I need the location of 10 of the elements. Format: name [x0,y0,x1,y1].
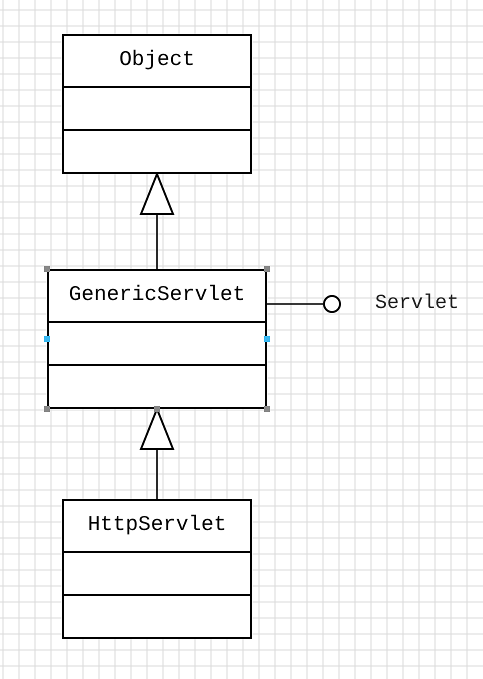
interface-label: Servlet [375,292,460,315]
class-name: HttpServlet [88,514,226,538]
inheritance-arrow [140,173,174,269]
interface-circle [323,295,341,313]
class-box [62,34,252,174]
class-name: Object [119,48,195,73]
class-box [62,499,252,639]
connector-line [267,303,323,305]
class-box [47,269,267,409]
class-name: GenericServlet [68,284,246,308]
